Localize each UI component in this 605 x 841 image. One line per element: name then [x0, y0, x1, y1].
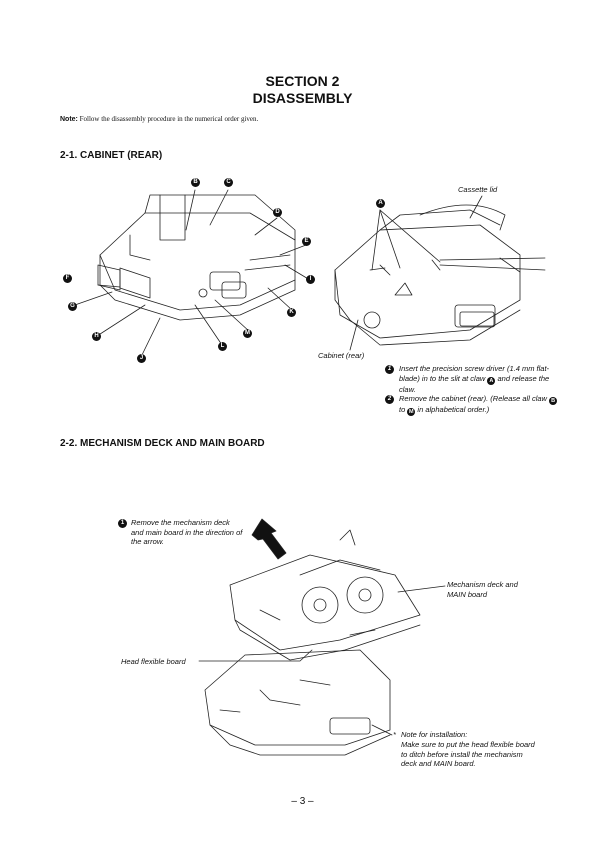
callout-e: E [302, 237, 311, 246]
step-1-text-b: and release the claw. [399, 373, 550, 394]
cabinet-body-drawing [204, 649, 391, 756]
callout-f: F [63, 274, 72, 283]
callout-l: L [218, 342, 227, 351]
install-note-title: Note for installation: [401, 730, 468, 739]
install-note-text: Make sure to put the head flexible board… [401, 740, 535, 768]
callout-k: K [287, 308, 296, 317]
head-flexible-board-label: Head flexible board [121, 657, 186, 666]
section-number: SECTION 2 [265, 73, 340, 89]
callout-a: A [376, 199, 385, 208]
step-2-badge: 2 [385, 394, 394, 404]
mechanism-heading: 2-2. MECHANISM DECK AND MAIN BOARD [60, 438, 265, 449]
mechanism-step-badge: 1 [118, 519, 127, 528]
mechanism-step-text: Remove the mechanism deck and main board… [131, 518, 243, 546]
mechanism-deck-drawing [229, 529, 421, 661]
callout-c: C [224, 178, 233, 187]
cassette-lid-label: Cassette lid [458, 185, 498, 194]
callout-g: G [68, 302, 77, 311]
note-label: Note: [60, 116, 78, 123]
install-note-mark: * [393, 730, 396, 739]
cabinet-step-2: 2 Remove the cabinet (rear). (Release al… [385, 394, 565, 416]
page-number: – 3 – [291, 796, 314, 807]
claw-b-badge: B [549, 397, 558, 405]
callout-j: J [137, 354, 146, 363]
cabinet-steps: 1 Insert the precision screw driver (1.4… [385, 364, 565, 416]
cabinet-rear-label: Cabinet (rear) [318, 351, 365, 360]
cabinet-rear-drawing [97, 194, 296, 321]
mechanism-deck-label: Mechanism deck and MAIN board [447, 580, 518, 599]
callout-b: B [191, 178, 200, 187]
callout-h: H [92, 332, 101, 341]
step-2-text-a: Remove the cabinet (rear). (Release all … [399, 394, 550, 403]
cabinet-heading: 2-1. CABINET (REAR) [60, 150, 163, 161]
step-1-text-a: Insert the precision screw driver (1.4 m… [399, 364, 550, 383]
section-title: DISASSEMBLY [252, 90, 353, 106]
cabinet-step-1: 1 Insert the precision screw driver (1.4… [385, 364, 565, 394]
callout-d: D [273, 208, 282, 217]
claw-m-badge: M [407, 408, 416, 416]
claw-a-badge: A [487, 376, 496, 385]
step-2-to: to [399, 405, 408, 414]
step-1-badge: 1 [385, 364, 394, 374]
cassette-lid-drawing [334, 204, 546, 346]
procedure-note: Note: Follow the disassembly procedure i… [60, 115, 258, 123]
callout-m: M [243, 329, 252, 338]
step-2-text-b: in alphabetical order.) [415, 405, 490, 414]
callout-i: I [306, 275, 315, 284]
note-text: Follow the disassembly procedure in the … [77, 115, 259, 123]
